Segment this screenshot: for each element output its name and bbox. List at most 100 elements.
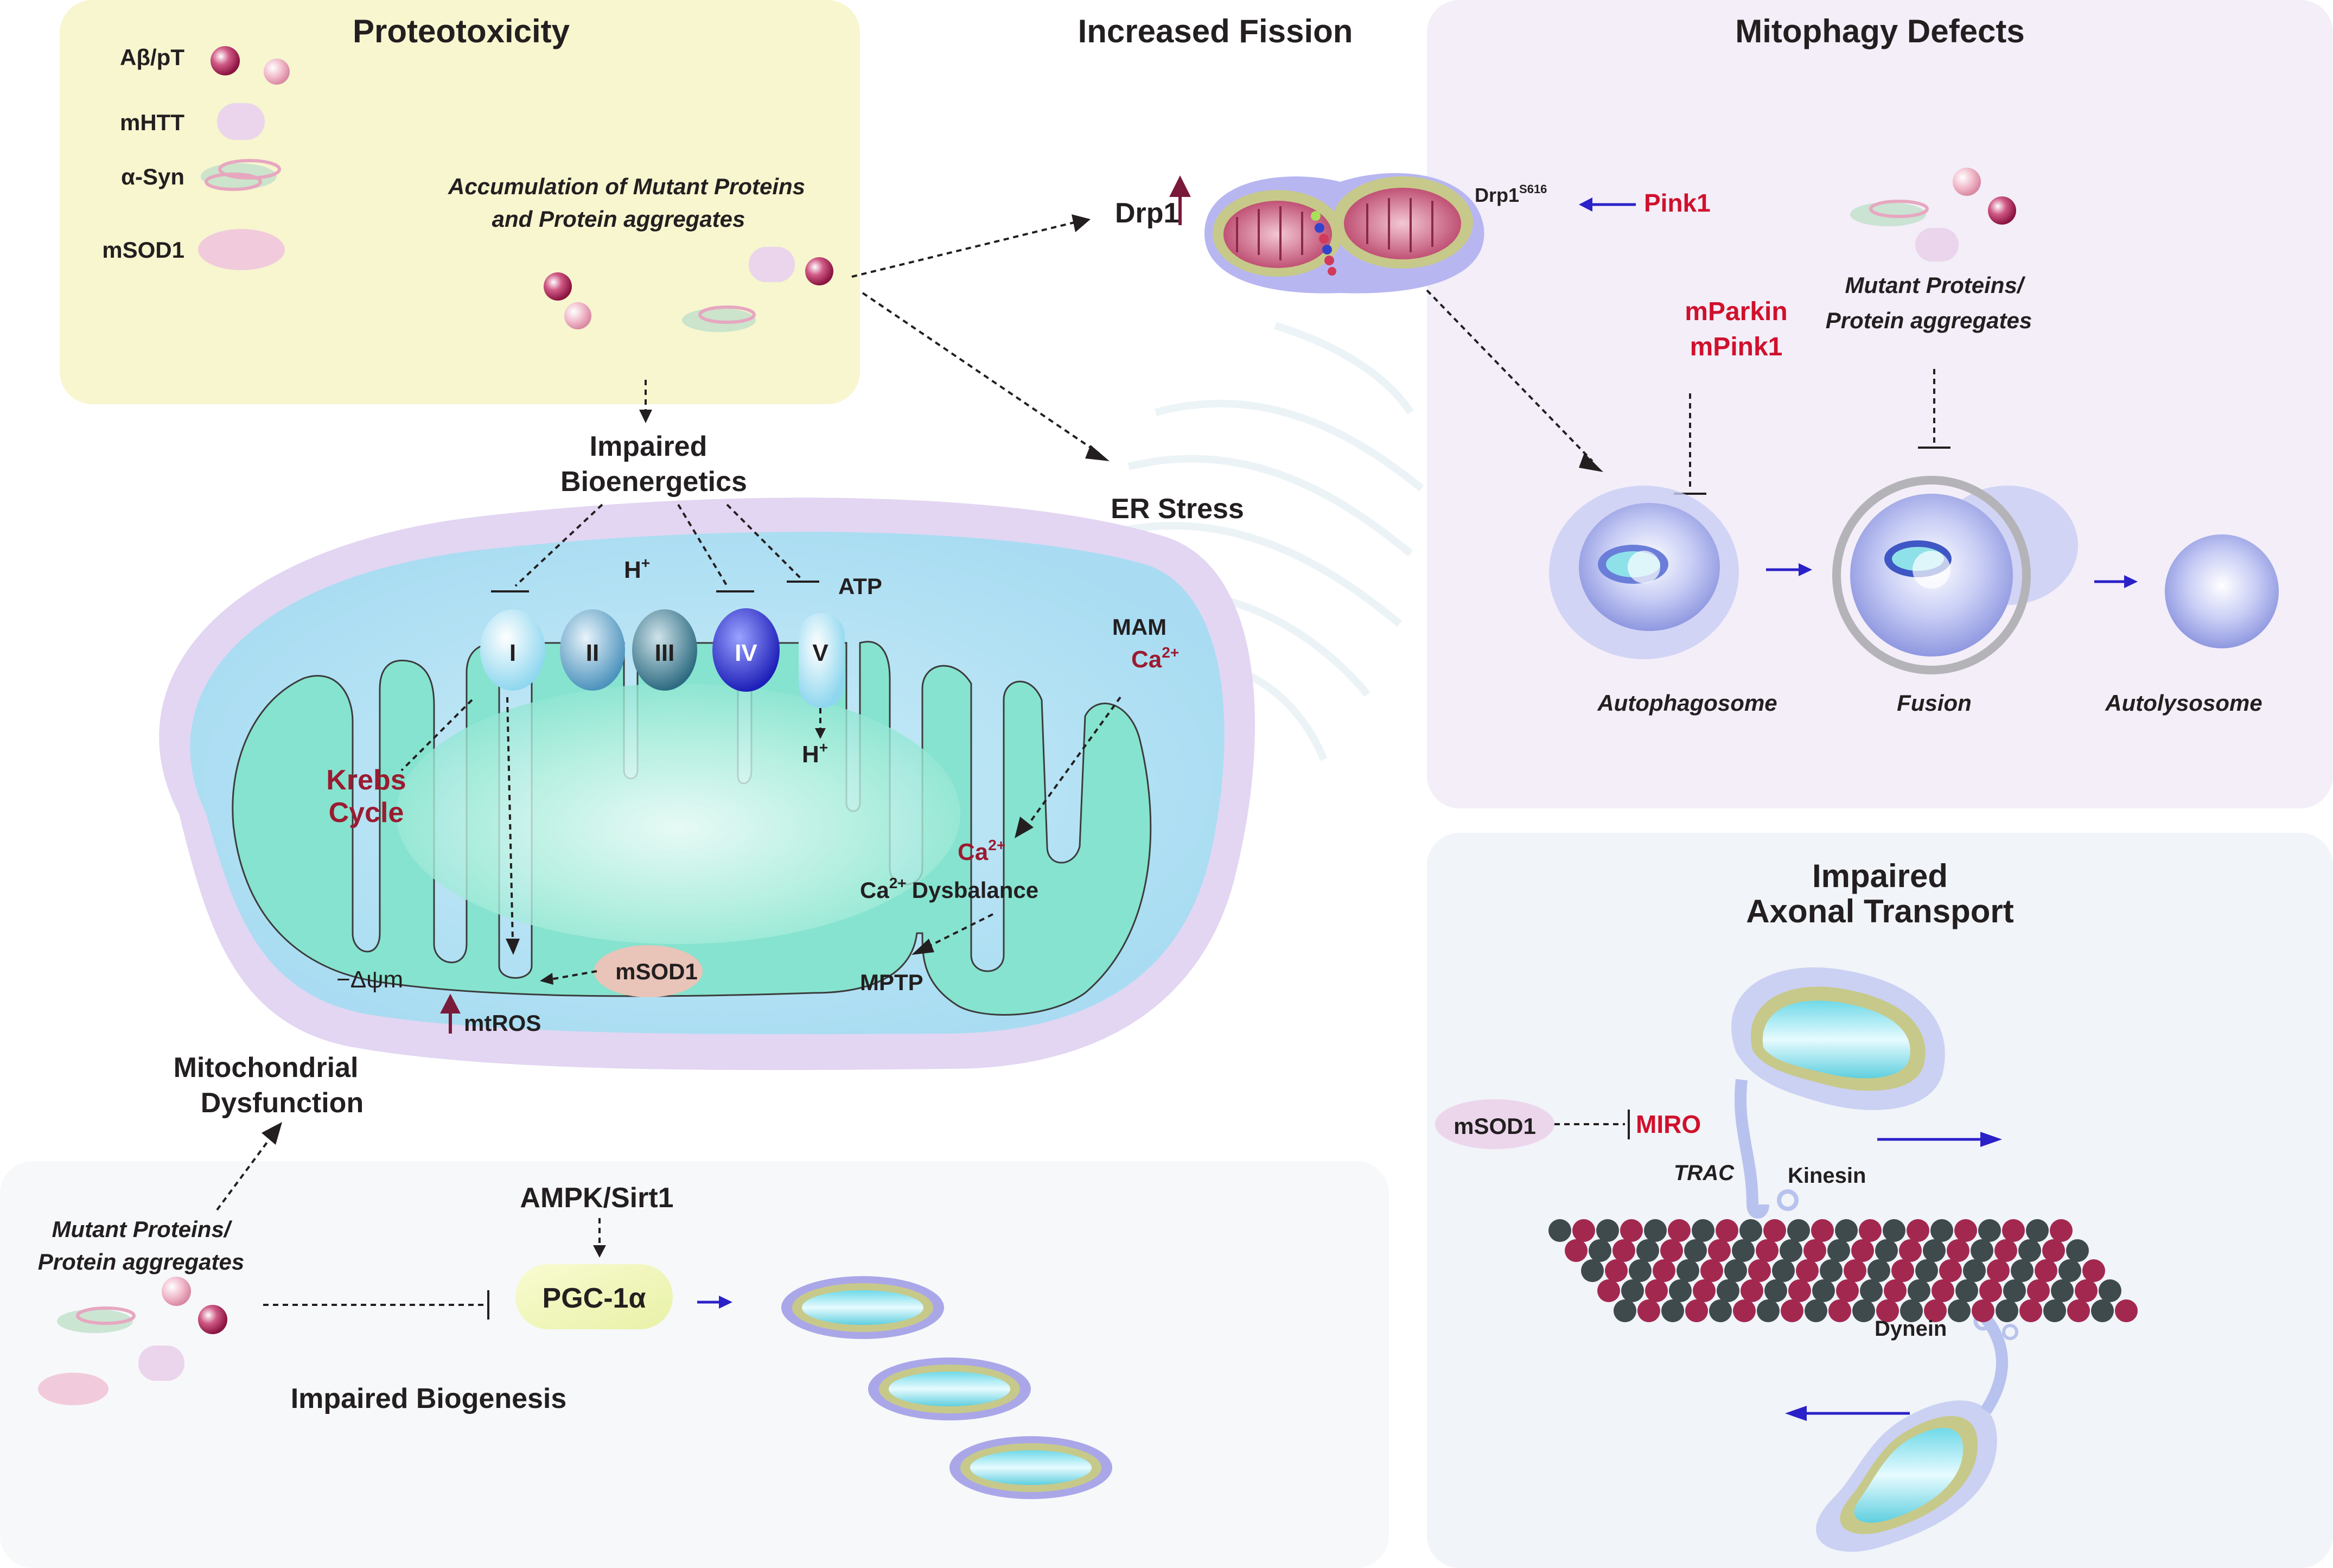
tubulin-bead xyxy=(1716,1219,1738,1242)
tubulin-bead xyxy=(2075,1279,2098,1302)
tubulin-bead xyxy=(2115,1299,2138,1322)
mitophagy-title: Mitophagy Defects xyxy=(1735,13,2024,49)
tubulin-bead xyxy=(1739,1219,1762,1242)
tubulin-bead xyxy=(1717,1279,1739,1302)
complex-iii-label: III xyxy=(655,640,675,666)
tubulin-bead xyxy=(1994,1239,2017,1262)
tubulin-bead xyxy=(1700,1259,1723,1282)
tubulin-bead xyxy=(1996,1299,2018,1322)
dynein-mitochondrion xyxy=(1816,1311,2018,1552)
inhibit-fusion xyxy=(1918,369,1950,449)
er-structure xyxy=(1117,322,1424,761)
tubulin-bead xyxy=(1884,1279,1907,1302)
tubulin-bead xyxy=(1891,1259,1914,1282)
tubulin-bead xyxy=(1930,1219,1953,1242)
tubulin-bead xyxy=(2042,1239,2065,1262)
tubulin-bead xyxy=(1811,1219,1834,1242)
tubulin-bead xyxy=(1963,1259,1986,1282)
er-stress-label: ER Stress xyxy=(1111,493,1244,525)
tubulin-bead xyxy=(2043,1299,2066,1322)
bioenergetics-inhibitions xyxy=(491,503,819,592)
mitophagy-aggregates xyxy=(1850,168,2016,262)
tubulin-bead xyxy=(1900,1299,1923,1322)
tubulin-bead xyxy=(1565,1239,1588,1262)
tubulin-bead xyxy=(1756,1239,1779,1262)
new-mitochondrion-3 xyxy=(949,1436,1112,1499)
tubulin-bead xyxy=(1859,1219,1882,1242)
complex-ii-icon xyxy=(560,609,625,691)
tubulin-bead xyxy=(1596,1219,1619,1242)
biogenesis-mutant-line1: Mutant Proteins/ xyxy=(52,1216,232,1242)
tubulin-bead xyxy=(1605,1259,1628,1282)
tubulin-bead xyxy=(1637,1299,1660,1322)
tubulin-bead xyxy=(1684,1239,1707,1262)
new-mitochondrion-1 xyxy=(781,1276,944,1339)
pink1-to-drp1-arrow xyxy=(1579,197,1636,212)
pink-sphere-icon xyxy=(211,46,240,75)
complex-iii-icon xyxy=(632,609,697,691)
tubulin-bead xyxy=(1748,1259,1771,1282)
tubulin-bead xyxy=(1923,1239,1946,1262)
tubulin-bead xyxy=(1987,1259,2010,1282)
tubulin-bead xyxy=(1954,1219,1977,1242)
axonal-transport-panel xyxy=(1427,833,2333,1568)
tubulin-bead xyxy=(2019,1299,2042,1322)
etc-complexes: I II III IV V xyxy=(480,608,845,708)
biogenesis-mutant-line2: Protein aggregates xyxy=(38,1249,244,1274)
tubulin-bead xyxy=(1955,1279,1978,1302)
arrow-msod1-to-delta-psi xyxy=(540,970,597,985)
tubulin-bead xyxy=(2051,1279,2074,1302)
tubulin-bead xyxy=(1548,1219,1571,1242)
complex-i-label: I xyxy=(509,640,516,666)
ampk-label: AMPK/Sirt1 xyxy=(520,1182,673,1214)
tubulin-bead xyxy=(1660,1239,1683,1262)
tubulin-bead xyxy=(1612,1239,1635,1262)
drp1-label: Drp1 xyxy=(1115,197,1179,229)
arrow-autophagosome-to-fusion xyxy=(1766,563,1812,576)
tubulin-bead xyxy=(1979,1279,2002,1302)
biogenesis-title: Impaired Biogenesis xyxy=(291,1383,567,1414)
autophagosome-label: Autophagosome xyxy=(1597,690,1777,716)
tubulin-bead xyxy=(1661,1299,1684,1322)
fission-title: Increased Fission xyxy=(1078,13,1353,49)
tubulin-bead xyxy=(1757,1299,1780,1322)
arrow-mam-to-ca xyxy=(1015,696,1121,838)
complex-iv-icon xyxy=(712,608,780,692)
tubulin-bead xyxy=(1708,1239,1731,1262)
legend-abeta-label: Aβ/pT xyxy=(120,44,184,70)
tubulin-bead xyxy=(1629,1259,1652,1282)
tubulin-bead xyxy=(2002,1219,2025,1242)
tubulin-bead xyxy=(2011,1259,2034,1282)
arrow-pgc-to-mitochondria xyxy=(697,1296,732,1309)
tubulin-bead xyxy=(1820,1259,1843,1282)
tubulin-bead xyxy=(1860,1279,1883,1302)
pink1-label: Pink1 xyxy=(1644,189,1711,217)
tubulin-bead xyxy=(1915,1259,1938,1282)
accumulation-text-line2: and Protein aggregates xyxy=(492,206,745,232)
tubulin-bead xyxy=(1787,1219,1810,1242)
tubulin-bead xyxy=(1636,1239,1659,1262)
tubulin-bead xyxy=(2035,1259,2057,1282)
tubulin-bead xyxy=(1852,1299,1875,1322)
msod1-axonal-label: mSOD1 xyxy=(1454,1113,1536,1139)
light-pink-sphere-icon xyxy=(264,59,290,85)
tubulin-bead xyxy=(1803,1239,1826,1262)
tubulin-bead xyxy=(1875,1239,1898,1262)
tubulin-bead xyxy=(1788,1279,1811,1302)
msod1-blob xyxy=(594,945,703,997)
fusion-label: Fusion xyxy=(1897,690,1972,716)
arrow-proteo-to-bioenergetics xyxy=(639,380,652,423)
miro-label: MIRO xyxy=(1636,1110,1701,1138)
mparkin-label: mParkin xyxy=(1685,297,1787,326)
tubulin-bead xyxy=(1947,1239,1969,1262)
mitophagy-mutant-line2: Protein aggregates xyxy=(1826,308,2032,333)
dysfunction-line2: Dysfunction xyxy=(201,1087,364,1119)
tubulin-bead xyxy=(1581,1259,1604,1282)
fibril-icon xyxy=(201,159,281,191)
tubulin-bead xyxy=(2067,1299,2090,1322)
fission-mitochondrion xyxy=(1204,173,1484,294)
tubulin-bead xyxy=(1709,1299,1732,1322)
tubulin-bead xyxy=(1781,1299,1803,1322)
tubulin-bead xyxy=(1827,1239,1850,1262)
